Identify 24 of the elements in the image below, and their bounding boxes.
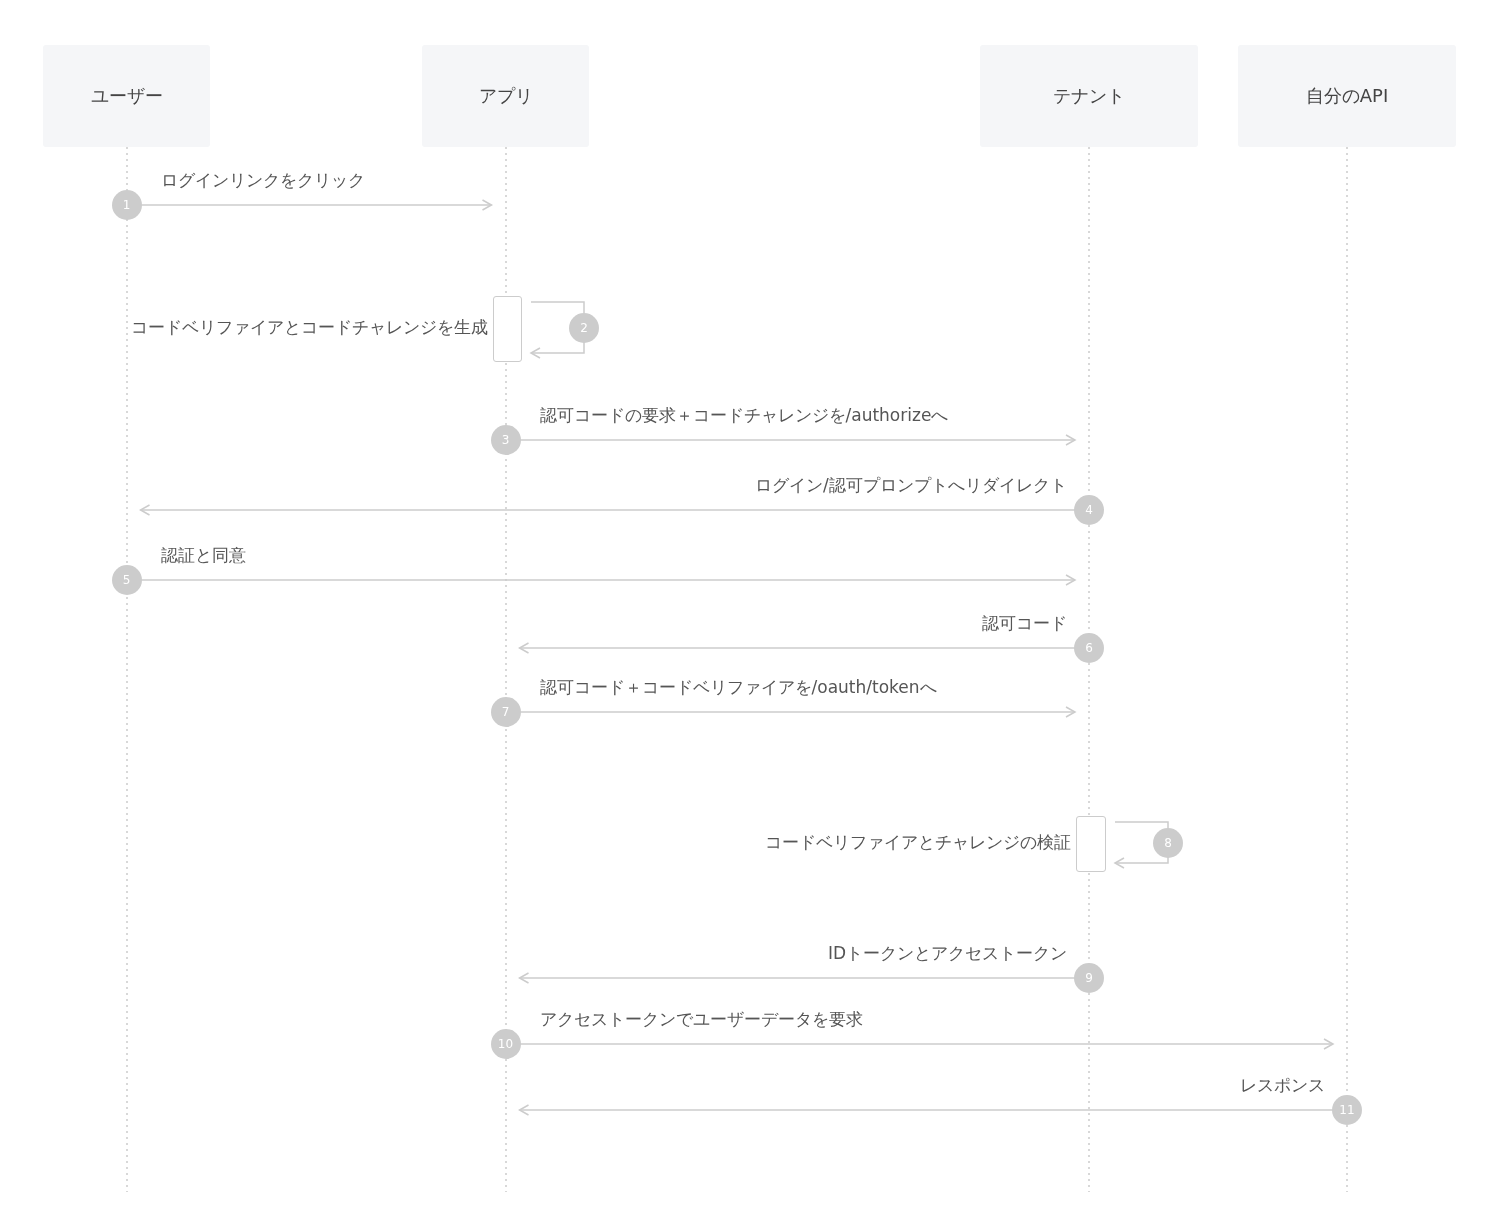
- participant-column: [1238, 45, 1456, 1192]
- edge-label: ログインリンクをクリック: [160, 169, 365, 192]
- message-arrow: [518, 972, 1076, 984]
- edge-label: IDトークンとアクセストークン: [828, 942, 1068, 965]
- edge-label: 認可コードの要求＋コードチャレンジを/authorizeへ: [539, 404, 949, 427]
- edge-label: レスポンス: [1240, 1074, 1325, 1097]
- edge-label: 認可コード: [982, 612, 1067, 635]
- activation-box: [493, 296, 522, 362]
- participant-column: [422, 45, 589, 1192]
- edge-label: ログイン/認可プロンプトへリダイレクト: [755, 474, 1067, 497]
- edge-label: 認証と同意: [160, 544, 246, 567]
- edge-label: コードベリファイアとコードチャレンジを生成: [131, 315, 488, 339]
- message-arrow: [518, 642, 1076, 654]
- participant-header: アプリ: [422, 45, 589, 147]
- participant-header: ユーザー: [43, 45, 210, 147]
- participant-header: 自分のAPI: [1238, 45, 1456, 147]
- edge-label: 認可コード＋コードベリファイアを/oauth/tokenへ: [539, 676, 937, 699]
- activation-box: [1076, 816, 1106, 872]
- message-arrow: [139, 504, 1076, 516]
- participant-column: [43, 45, 210, 1192]
- edge-label: アクセストークンでユーザーデータを要求: [539, 1008, 863, 1031]
- edge-label: コードベリファイアとチャレンジの検証: [765, 830, 1071, 854]
- participant-header: テナント: [980, 45, 1198, 147]
- message-arrow: [518, 1104, 1334, 1116]
